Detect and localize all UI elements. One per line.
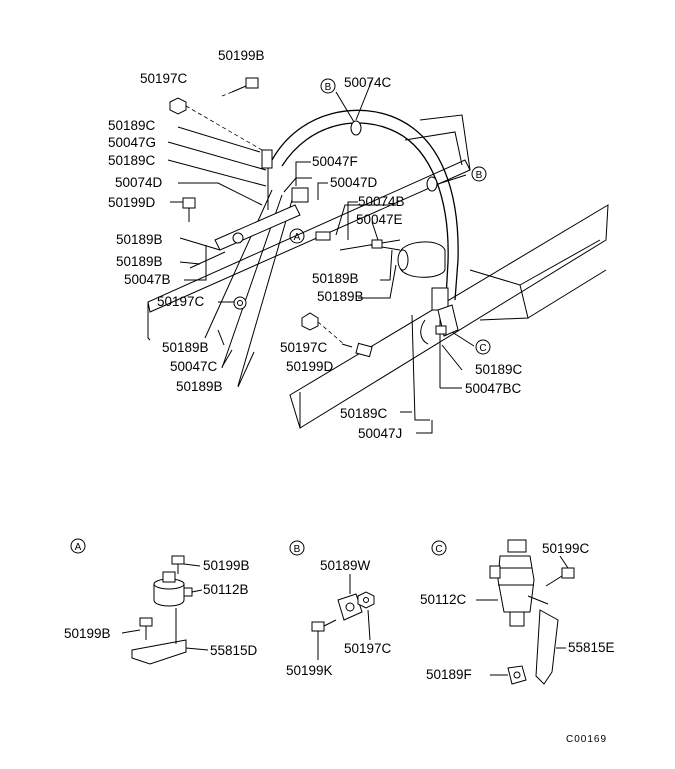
leader-lines: [167, 79, 475, 434]
callout-c-text: C: [479, 343, 486, 354]
label-50189B-c2: 50189B: [317, 289, 364, 304]
callout-b-top-text: B: [325, 82, 332, 93]
label-50189C-1: 50189C: [108, 118, 156, 133]
callout-a: A: [289, 228, 305, 244]
nut-50197C-top: [169, 97, 263, 151]
label-50199D-left: 50199D: [108, 195, 156, 210]
frame-rail-lower: [289, 204, 609, 429]
label-50189B-b1: 50189B: [162, 340, 209, 355]
label-50199D-low: 50199D: [286, 359, 334, 374]
detail-b: B 50189W 50197C 50199K: [286, 540, 392, 678]
label-50047E: 50047E: [356, 212, 403, 227]
label-50197C-top: 50197C: [140, 71, 188, 86]
detail-c-marker: C: [435, 544, 442, 555]
nut-50197C-low: [301, 312, 346, 346]
label-50197C-low: 50197C: [280, 340, 328, 355]
label-b-50197C: 50197C: [344, 641, 392, 656]
valve-bracket-c: [420, 287, 459, 345]
label-50074C: 50074C: [344, 75, 392, 90]
label-50074B: 50074B: [358, 194, 405, 209]
callout-a-text: A: [294, 232, 301, 243]
callout-b-top: B: [320, 78, 336, 94]
label-50189C-r: 50189C: [475, 362, 523, 377]
label-a-50199B-2: 50199B: [64, 626, 111, 641]
label-50189C-low: 50189C: [340, 406, 388, 421]
hose-arch: [271, 109, 459, 301]
bolt-50199D-low: [341, 342, 373, 358]
label-50189B-1: 50189B: [116, 232, 163, 247]
label-50047J: 50047J: [358, 426, 402, 441]
label-50047B: 50047B: [124, 272, 171, 287]
callout-c: C: [475, 339, 491, 355]
label-50199B-top: 50199B: [218, 48, 265, 63]
detail-c: C 50199C 50112C 55815E 50189F: [420, 539, 615, 685]
label-a-50199B-1: 50199B: [203, 558, 250, 573]
detail-a: A 50199B 50112B 50199B 55815D: [64, 538, 258, 665]
label-50047BC: 50047BC: [465, 381, 522, 396]
clips: [315, 120, 447, 335]
label-50189B-c1: 50189B: [312, 271, 359, 286]
label-50047D: 50047D: [330, 175, 378, 190]
main-assembly: A B B C 50199B 50197C 50074C 50189C 5004…: [108, 48, 609, 441]
detail-a-marker: A: [75, 542, 82, 553]
label-50074D: 50074D: [115, 175, 163, 190]
label-c-55815E: 55815E: [568, 640, 615, 655]
label-c-50112C: 50112C: [420, 592, 467, 607]
label-a-55815D: 55815D: [210, 643, 258, 658]
label-50189B-2: 50189B: [116, 254, 163, 269]
frame-rail-upper: [147, 114, 471, 341]
label-50197C-mid: 50197C: [157, 294, 205, 309]
label-a-50112B: 50112B: [203, 582, 249, 597]
bolt-50199B-top: [221, 77, 259, 97]
label-c-50199C: 50199C: [542, 541, 590, 556]
label-50189C-2: 50189C: [108, 153, 156, 168]
label-50047C: 50047C: [170, 359, 218, 374]
label-50047F: 50047F: [312, 154, 358, 169]
detail-b-marker: B: [294, 544, 301, 555]
label-b-50189W: 50189W: [320, 558, 371, 573]
callout-b-right: B: [471, 166, 487, 182]
label-50047G: 50047G: [108, 135, 156, 150]
bolt-50199D-left: [182, 197, 196, 222]
hose-lines: [204, 189, 441, 421]
label-c-50189F: 50189F: [426, 667, 472, 682]
callout-b-right-text: B: [476, 170, 483, 181]
figure-code: C00169: [566, 734, 607, 745]
label-50189B-b2: 50189B: [176, 379, 223, 394]
label-b-50199K: 50199K: [286, 663, 333, 678]
